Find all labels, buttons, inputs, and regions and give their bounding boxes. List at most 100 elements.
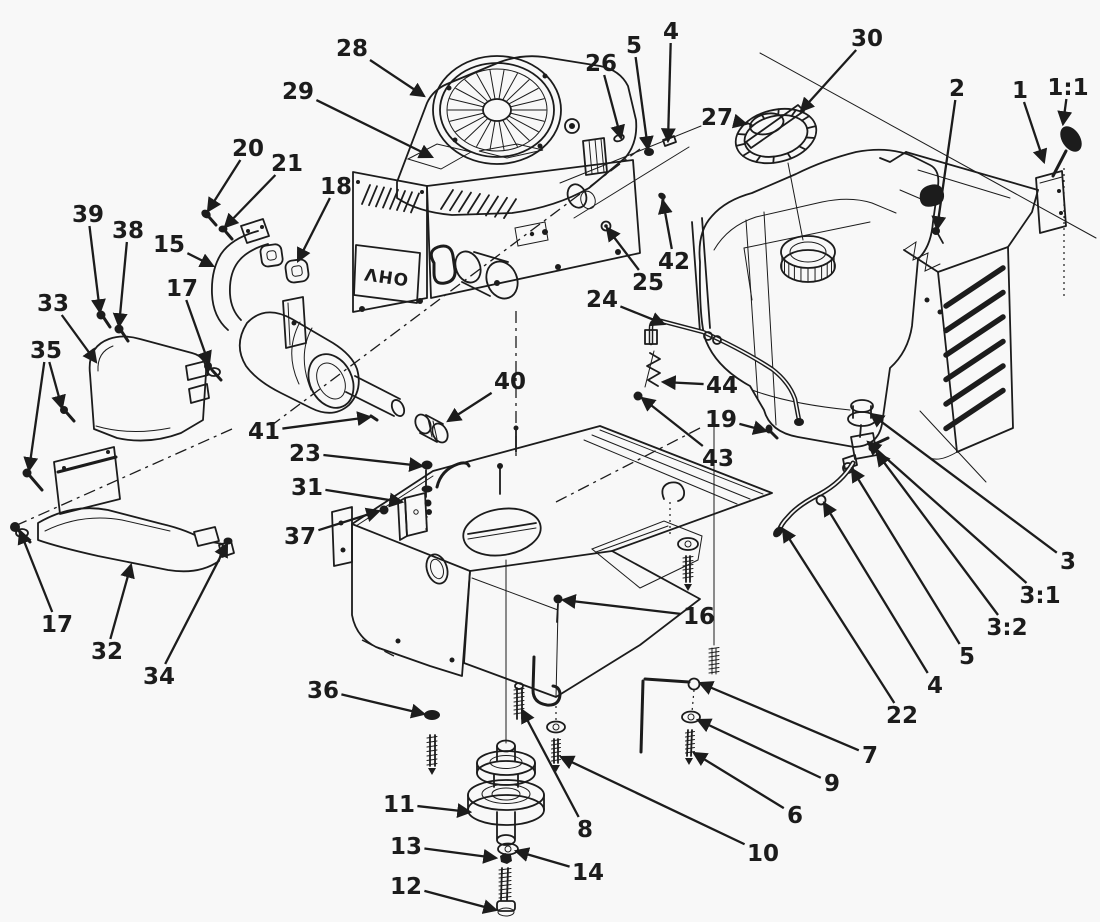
callout-19: 19 [705, 407, 769, 435]
pulley-assembly [424, 559, 545, 917]
callout-number: 4 [663, 19, 679, 45]
callout-number: 2 [949, 76, 965, 102]
callout-number: 3 [1060, 549, 1076, 575]
engine-model-label: OHV [362, 263, 409, 289]
muffler [238, 296, 449, 444]
callout-number: 7 [862, 743, 878, 769]
callout-number: 11 [383, 792, 415, 818]
callout-25: 25 [605, 226, 664, 296]
cooling-fan [432, 55, 562, 165]
callout-number: 22 [886, 703, 918, 729]
callout-6: 6 [692, 751, 803, 829]
callout-9: 9 [695, 718, 840, 797]
callout-number: 15 [153, 232, 185, 258]
callout-number: 10 [747, 841, 779, 867]
callout-23: 23 [289, 441, 425, 473]
callout-number: 31 [291, 475, 323, 501]
callout-24: 24 [586, 287, 667, 327]
callout-number: 8 [577, 817, 593, 843]
callout-number: 5 [959, 644, 975, 670]
callout-number: 14 [572, 860, 604, 886]
callout-number: 35 [30, 338, 62, 364]
callout-number: 19 [705, 407, 737, 433]
callout-number: 17 [41, 612, 73, 638]
callout-36: 36 [307, 678, 427, 719]
exhaust-pipe [211, 218, 310, 331]
spring-clip [646, 352, 661, 387]
callout-35: 35 [23, 338, 66, 473]
callout-number: 42 [658, 249, 690, 275]
callout-3: 3 [869, 412, 1076, 575]
callout-number: 16 [683, 604, 715, 630]
callout-5b: 5 [850, 467, 975, 670]
callout-number: 29 [282, 79, 314, 105]
callout-5a: 5 [626, 33, 654, 152]
callout-number: 21 [271, 151, 303, 177]
callout-21: 21 [223, 151, 303, 229]
callout-number: 3:2 [986, 615, 1027, 641]
callout-22: 22 [781, 527, 918, 729]
callout-43: 43 [640, 396, 734, 472]
callout-number: 17 [166, 276, 198, 302]
callout-4b: 4 [822, 501, 943, 699]
fuel-valve [773, 399, 890, 538]
fuel-tank [698, 148, 940, 448]
callout-12: 12 [390, 874, 499, 914]
callout-7: 7 [697, 681, 878, 769]
callout-number: 3:1 [1019, 583, 1060, 609]
callout-33: 33 [37, 291, 98, 364]
callout-1:1: 1:1 [1047, 75, 1089, 127]
callout-27: 27 [701, 105, 749, 131]
callout-number: 13 [390, 834, 422, 860]
callout-14: 14 [513, 847, 604, 886]
fuel-cap [734, 107, 818, 165]
callout-number: 18 [320, 174, 352, 200]
callout-3:1: 3:1 [866, 440, 1061, 609]
callout-number: 36 [307, 678, 339, 704]
louver-vents [943, 265, 1006, 432]
callout-1: 1 [1012, 78, 1048, 165]
callout-28: 28 [336, 36, 426, 98]
callout-16: 16 [560, 594, 715, 630]
callout-41: 41 [248, 411, 373, 445]
engine: OHV [352, 55, 641, 313]
callout-number: 38 [112, 218, 144, 244]
callout-8: 8 [520, 708, 593, 843]
callout-3:2: 3:2 [875, 451, 1028, 641]
callout-number: 43 [702, 446, 734, 472]
throttle-lever [1035, 126, 1082, 298]
callout-31: 31 [291, 475, 405, 508]
callout-number: 4 [927, 673, 943, 699]
callout-number: 41 [248, 419, 280, 445]
callout-number: 27 [701, 105, 733, 131]
exhaust-gasket [259, 243, 310, 284]
callout-number: 34 [143, 664, 175, 690]
callout-2: 2 [931, 76, 965, 232]
callout-39: 39 [72, 202, 106, 315]
callout-number: 40 [494, 369, 526, 395]
callout-15: 15 [153, 232, 216, 268]
callout-number: 26 [585, 51, 617, 77]
callout-number: 25 [632, 270, 664, 296]
callout-10: 10 [558, 755, 779, 867]
callout-11: 11 [383, 792, 473, 819]
callout-32: 32 [91, 562, 135, 665]
callout-20: 20 [206, 136, 264, 213]
callout-34: 34 [143, 542, 229, 690]
vent-grille-right [440, 189, 517, 220]
callout-17b: 17 [17, 528, 73, 638]
callout-number: 44 [706, 373, 738, 399]
filler-neck [780, 235, 836, 283]
callout-number: 9 [824, 771, 840, 797]
callout-44: 44 [660, 373, 738, 399]
callout-29: 29 [282, 79, 435, 159]
callout-number: 37 [284, 524, 316, 550]
clip-nut [633, 391, 643, 401]
callout-number: 30 [851, 26, 883, 52]
callout-number: 28 [336, 36, 368, 62]
callout-number: 23 [289, 441, 321, 467]
callout-30: 30 [799, 26, 883, 113]
callout-4a: 4 [660, 19, 679, 144]
